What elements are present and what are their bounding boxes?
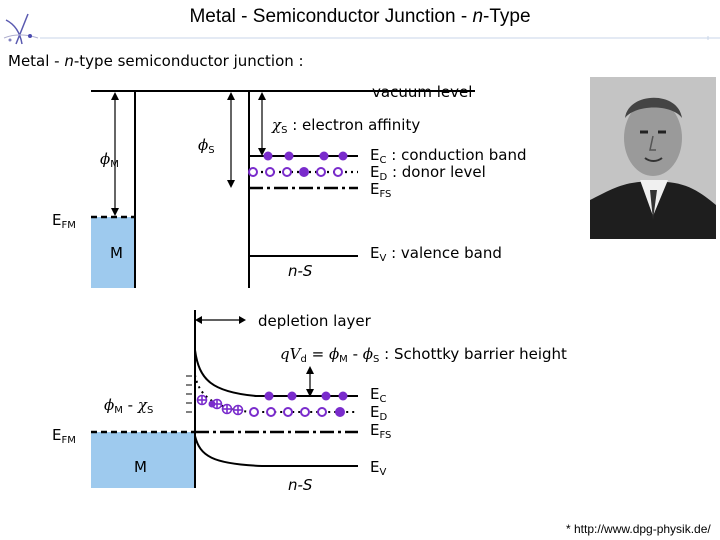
phi-m-label: ϕM: [100, 150, 119, 170]
ionized-donors: [196, 394, 244, 416]
conduction-band-bottom: [194, 349, 358, 397]
electrons-bottom: [264, 391, 348, 401]
portrait-photo: [590, 77, 716, 239]
donors-bottom: [249, 407, 327, 417]
metal-label-bottom: M: [134, 458, 147, 476]
metal-region-top: [91, 217, 135, 288]
donor-level-label: ED : donor level: [370, 163, 486, 183]
phi-s-label: ϕS: [198, 136, 215, 156]
depletion-layer-label: depletion layer: [258, 312, 371, 330]
subtitle: Metal - n-type semiconductor junction :: [8, 52, 304, 70]
fermi-metal-label-bottom: EFM: [52, 426, 76, 446]
fermi-metal-label-top: EFM: [52, 211, 76, 231]
electron-affinity-label: χS : electron affinity: [272, 116, 421, 136]
schottky-barrier-label: qVd = ϕM - ϕS : Schottky barrier height: [280, 345, 567, 365]
valence-band-bottom: [194, 435, 358, 467]
phi-m-minus-chi-s-label: ϕM - χS: [104, 396, 154, 416]
electrons-top: [263, 151, 348, 161]
metal-label-top: M: [110, 244, 123, 262]
donor-level-bottom: [194, 374, 358, 413]
semiconductor-label-top: n-S: [288, 262, 313, 280]
conduction-band-label-bottom: EC: [370, 385, 387, 405]
source-credit: * http://www.dpg-physik.de/: [566, 522, 711, 536]
valence-band-label-bottom: EV: [370, 458, 387, 478]
metal-region-bottom: [91, 432, 195, 488]
valence-band-label: EV : valence band: [370, 244, 502, 264]
fermi-semiconductor-label-top: EFS: [370, 180, 392, 200]
negative-charges: [186, 375, 192, 413]
fermi-semiconductor-label-bottom: EFS: [370, 421, 392, 441]
donor-level-label-bottom: ED: [370, 403, 388, 423]
semiconductor-label-bottom: n-S: [288, 476, 313, 494]
conduction-band-label: EC : conduction band: [370, 146, 527, 166]
logo-icon: [3, 13, 39, 45]
page-title: Metal - Semiconductor Junction - n-Type: [189, 6, 531, 27]
vacuum-level-label: vacuum level: [372, 83, 473, 101]
